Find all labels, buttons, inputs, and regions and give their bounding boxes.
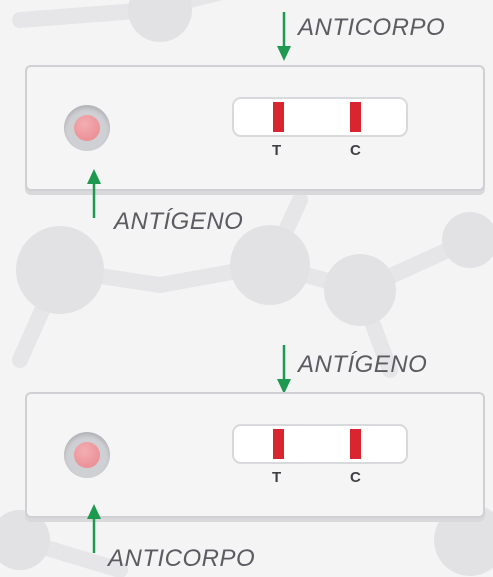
sample-well <box>64 105 110 151</box>
test-panel-top: ANTICORPO T C ANTÍGENO <box>0 0 493 288</box>
arrow-down-icon <box>277 12 291 61</box>
test-panel-bottom: ANTÍGENO T C ANTICORPO <box>0 289 493 577</box>
arrow-up-icon <box>87 504 101 553</box>
test-line-band <box>273 429 284 459</box>
sample-drop <box>74 115 100 141</box>
reagent-label: ANTICORPO <box>298 14 446 41</box>
test-line-label: T <box>272 142 282 159</box>
sample-drop <box>74 442 100 468</box>
reagent-label: ANTÍGENO <box>298 351 428 378</box>
sample-label: ANTICORPO <box>108 545 256 572</box>
test-line-label: T <box>272 469 282 486</box>
test-line-band <box>273 102 284 132</box>
sample-well <box>64 432 110 478</box>
test-cassette: T C <box>25 65 485 191</box>
result-window <box>232 424 408 464</box>
result-window <box>232 97 408 137</box>
arrow-down-icon <box>277 345 291 394</box>
control-line-band <box>350 102 361 132</box>
control-line-label: C <box>350 469 361 486</box>
test-cassette: T C <box>25 392 485 518</box>
arrow-up-icon <box>87 169 101 218</box>
control-line-band <box>350 429 361 459</box>
sample-label: ANTÍGENO <box>114 208 244 235</box>
control-line-label: C <box>350 142 361 159</box>
